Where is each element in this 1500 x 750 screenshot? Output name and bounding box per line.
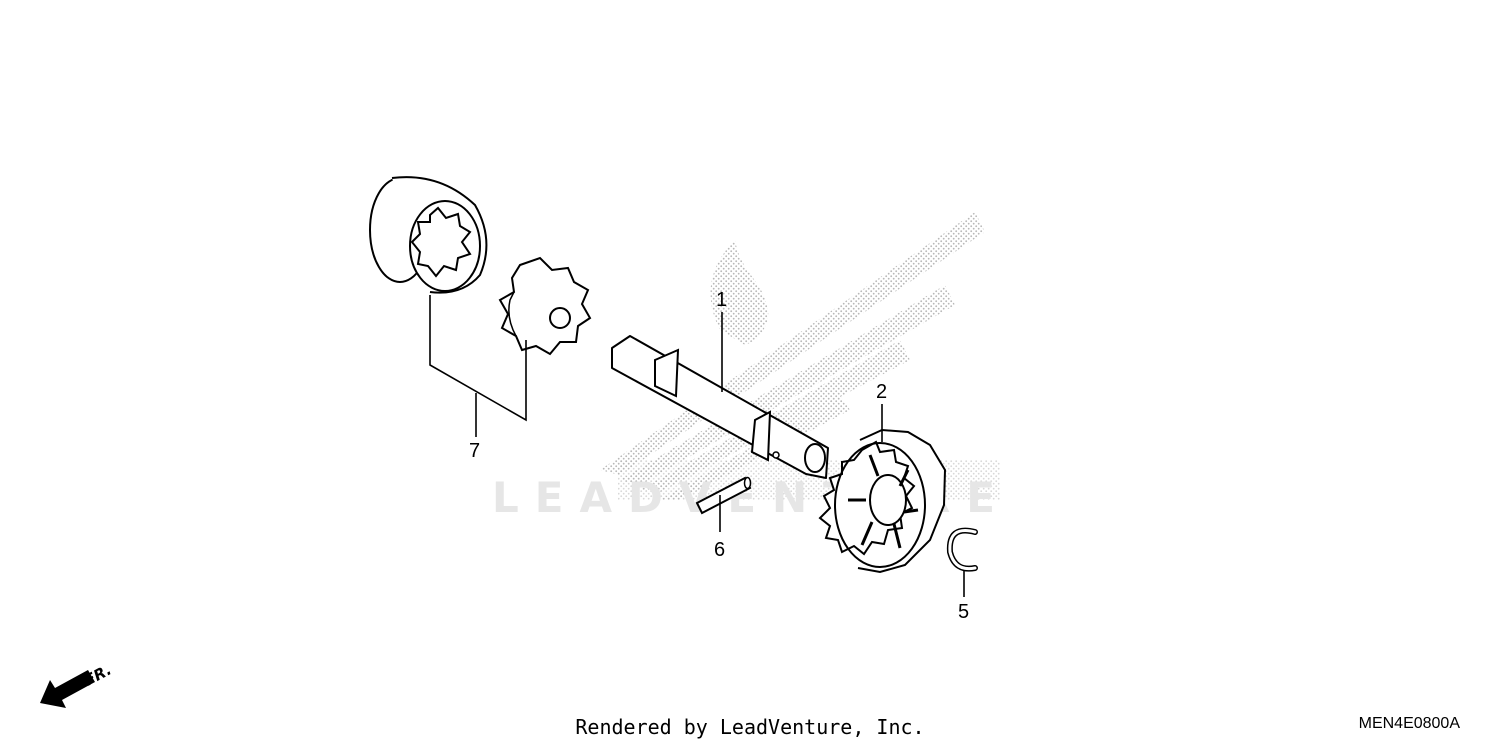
part-7-inner-rotor [498, 256, 592, 356]
leader-line-7 [429, 295, 527, 422]
part-1-pump-shaft [611, 335, 829, 479]
part-7-outer-rotor [369, 176, 488, 294]
callout-7: 7 [469, 440, 480, 462]
diagram-code: MEN4E0800A [1358, 715, 1460, 732]
callout-labels: 1 2 5 6 7 [469, 289, 969, 623]
callout-1: 1 [716, 289, 727, 311]
callout-5: 5 [958, 601, 969, 623]
callout-2: 2 [876, 381, 887, 403]
part-5-clip [946, 527, 978, 572]
part-2-drive-gear [818, 428, 947, 574]
arrow-down-left-icon [40, 670, 95, 708]
part-6-pin [695, 476, 752, 515]
callout-6: 6 [714, 539, 725, 561]
footer-credit: Rendered by LeadVenture, Inc. [575, 715, 925, 739]
leader-lines [429, 295, 965, 597]
front-direction-indicator: FR. [40, 661, 114, 708]
